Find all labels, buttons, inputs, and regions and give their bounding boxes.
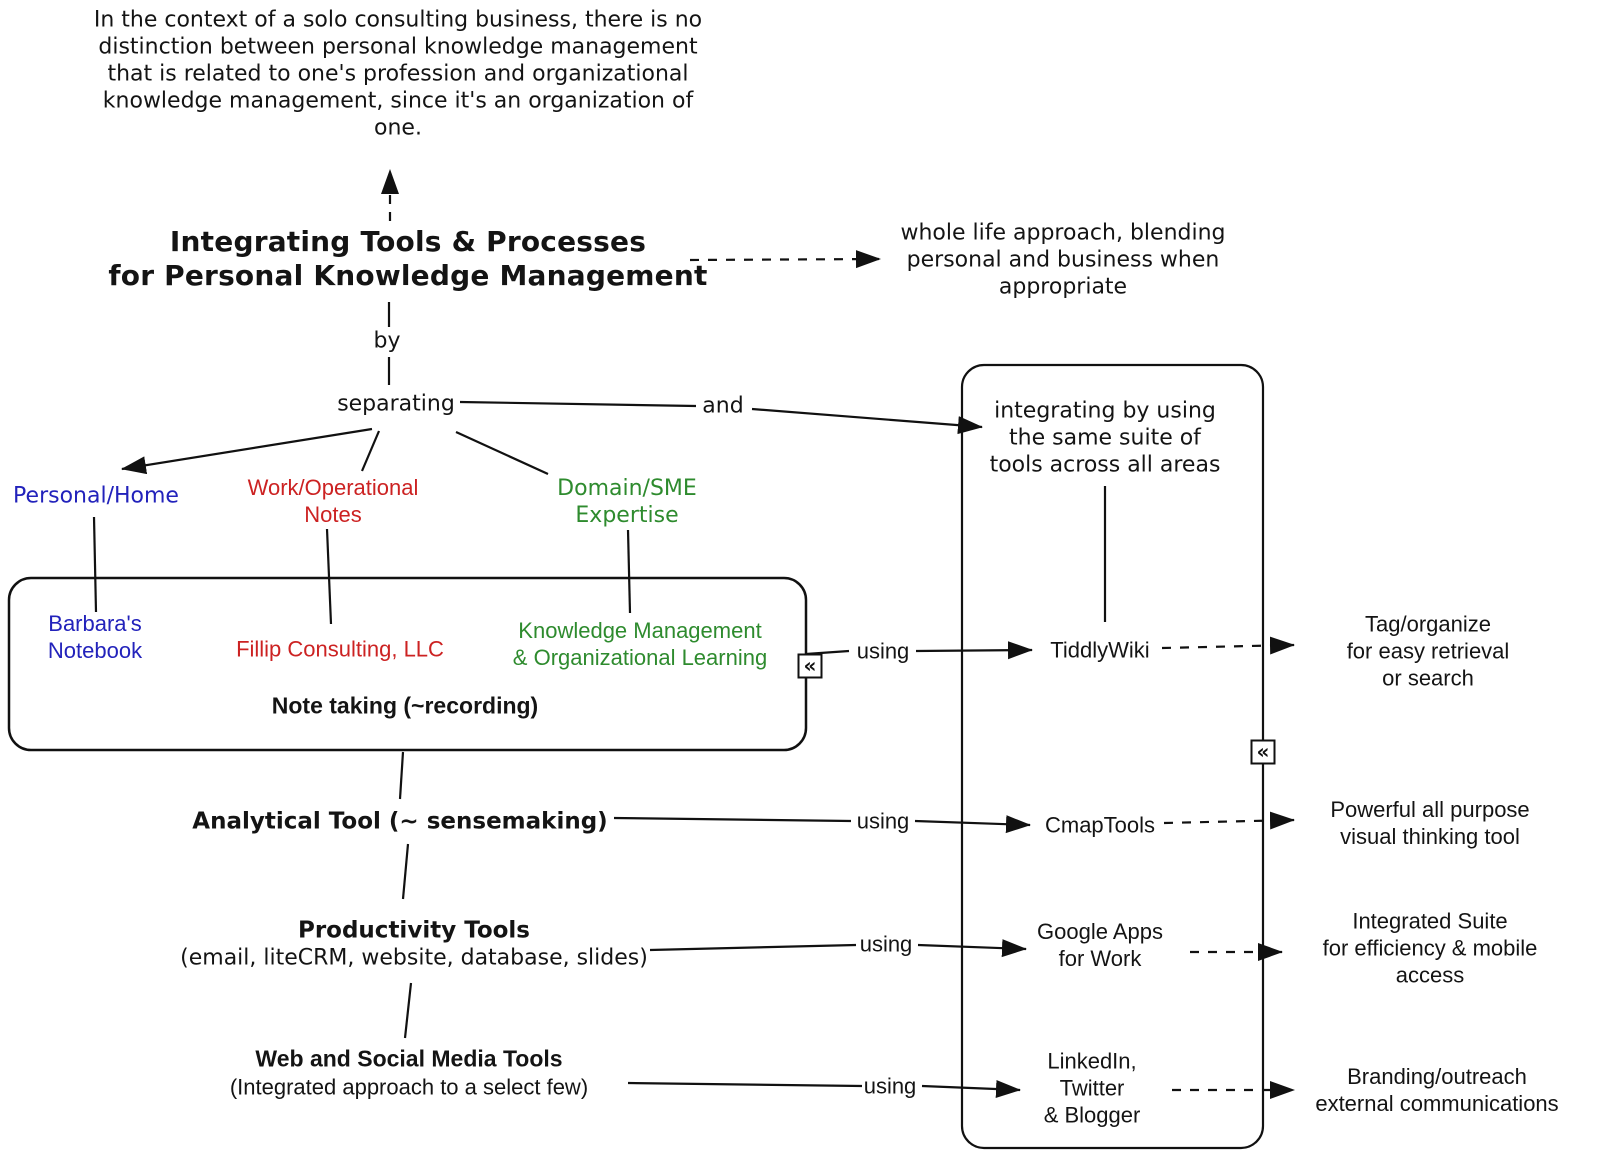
node-tag-organize: Tag/organize for easy retrieval or searc… xyxy=(1346,611,1510,691)
node-separating: separating xyxy=(337,391,455,417)
arrow-using3-to-googleapps xyxy=(917,939,1027,958)
arrow-separating-to-personal xyxy=(121,427,373,475)
node-google-apps: Google Apps for Work xyxy=(1037,919,1163,971)
line-productivity-to-websocial xyxy=(403,982,413,1039)
line-analytical-to-productivity xyxy=(401,843,410,900)
arrow-using4-to-linkedin xyxy=(921,1080,1021,1099)
collapse-icon[interactable]: « xyxy=(797,653,823,679)
arrow-tiddlywiki-to-tag xyxy=(1161,636,1295,655)
arrow-and-to-tools-box xyxy=(751,407,983,435)
node-powerful-visual-tool: Powerful all purpose visual thinking too… xyxy=(1330,797,1530,849)
line-work-to-fillip xyxy=(325,528,333,625)
arrow-cmaptools-to-powerful xyxy=(1163,811,1295,830)
node-km-organizational-learning: Knowledge Management & Organizational Le… xyxy=(512,618,768,670)
node-work-operational-notes: Work/Operational Notes xyxy=(247,475,419,527)
line-separating-to-domain xyxy=(455,430,549,476)
line-separating-to-work xyxy=(360,430,381,472)
node-web-social-subtitle: (Integrated approach to a select few) xyxy=(229,1074,589,1100)
node-note-taking: Note taking (~recording) xyxy=(271,692,539,719)
node-personal-home: Personal/Home xyxy=(13,483,179,509)
node-branding-outreach: Branding/outreach external communication… xyxy=(1315,1064,1559,1116)
node-web-social-tools: Web and Social Media Tools xyxy=(255,1045,563,1072)
line-separating-to-and xyxy=(459,400,697,408)
line-domain-to-km xyxy=(626,529,632,614)
node-domain-sme-expertise: Domain/SME Expertise xyxy=(557,476,697,528)
node-linkedin-twitter-blogger: LinkedIn, Twitter & Blogger xyxy=(1043,1048,1141,1128)
line-productivity-to-using3 xyxy=(649,943,857,952)
arrow-title-to-whole-life xyxy=(689,250,881,269)
main-topic: Integrating Tools & Processes for Person… xyxy=(108,225,708,292)
node-productivity-subtitle: (email, liteCRM, website, database, slid… xyxy=(180,945,648,971)
link-using-4: using xyxy=(863,1073,917,1099)
line-websocial-to-using4 xyxy=(627,1081,863,1088)
node-integrating-suite: integrating by using the same suite of t… xyxy=(989,398,1221,478)
tools-group-box xyxy=(960,363,1265,1150)
node-cmaptools: CmapTools xyxy=(1044,812,1156,838)
link-using-2: using xyxy=(856,808,910,834)
link-and: and xyxy=(702,393,744,419)
node-fillip-consulting: Fillip Consulting, LLC xyxy=(236,636,444,662)
arrow-using1-to-tiddlywiki xyxy=(915,641,1033,660)
node-barbaras-notebook: Barbara's Notebook xyxy=(47,611,143,663)
whole-life-note: whole life approach, blending personal a… xyxy=(900,220,1226,300)
link-using-1: using xyxy=(856,638,910,664)
line-personal-to-barbaras xyxy=(92,516,98,613)
node-integrated-suite: Integrated Suite for efficiency & mobile… xyxy=(1322,908,1538,988)
node-tiddlywiki: TiddlyWiki xyxy=(1050,637,1150,663)
arrow-using2-to-cmaptools xyxy=(914,815,1031,834)
top-note: In the context of a solo consulting busi… xyxy=(93,7,703,141)
link-using-3: using xyxy=(859,931,913,957)
node-analytical-tool: Analytical Tool (~ sensemaking) xyxy=(192,808,608,835)
collapse-icon[interactable]: « xyxy=(1250,739,1276,765)
node-productivity-tools: Productivity Tools xyxy=(297,917,531,944)
line-analytical-to-using2 xyxy=(613,816,852,823)
line-notebox-to-analytical xyxy=(398,751,405,800)
link-by: by xyxy=(373,328,401,354)
